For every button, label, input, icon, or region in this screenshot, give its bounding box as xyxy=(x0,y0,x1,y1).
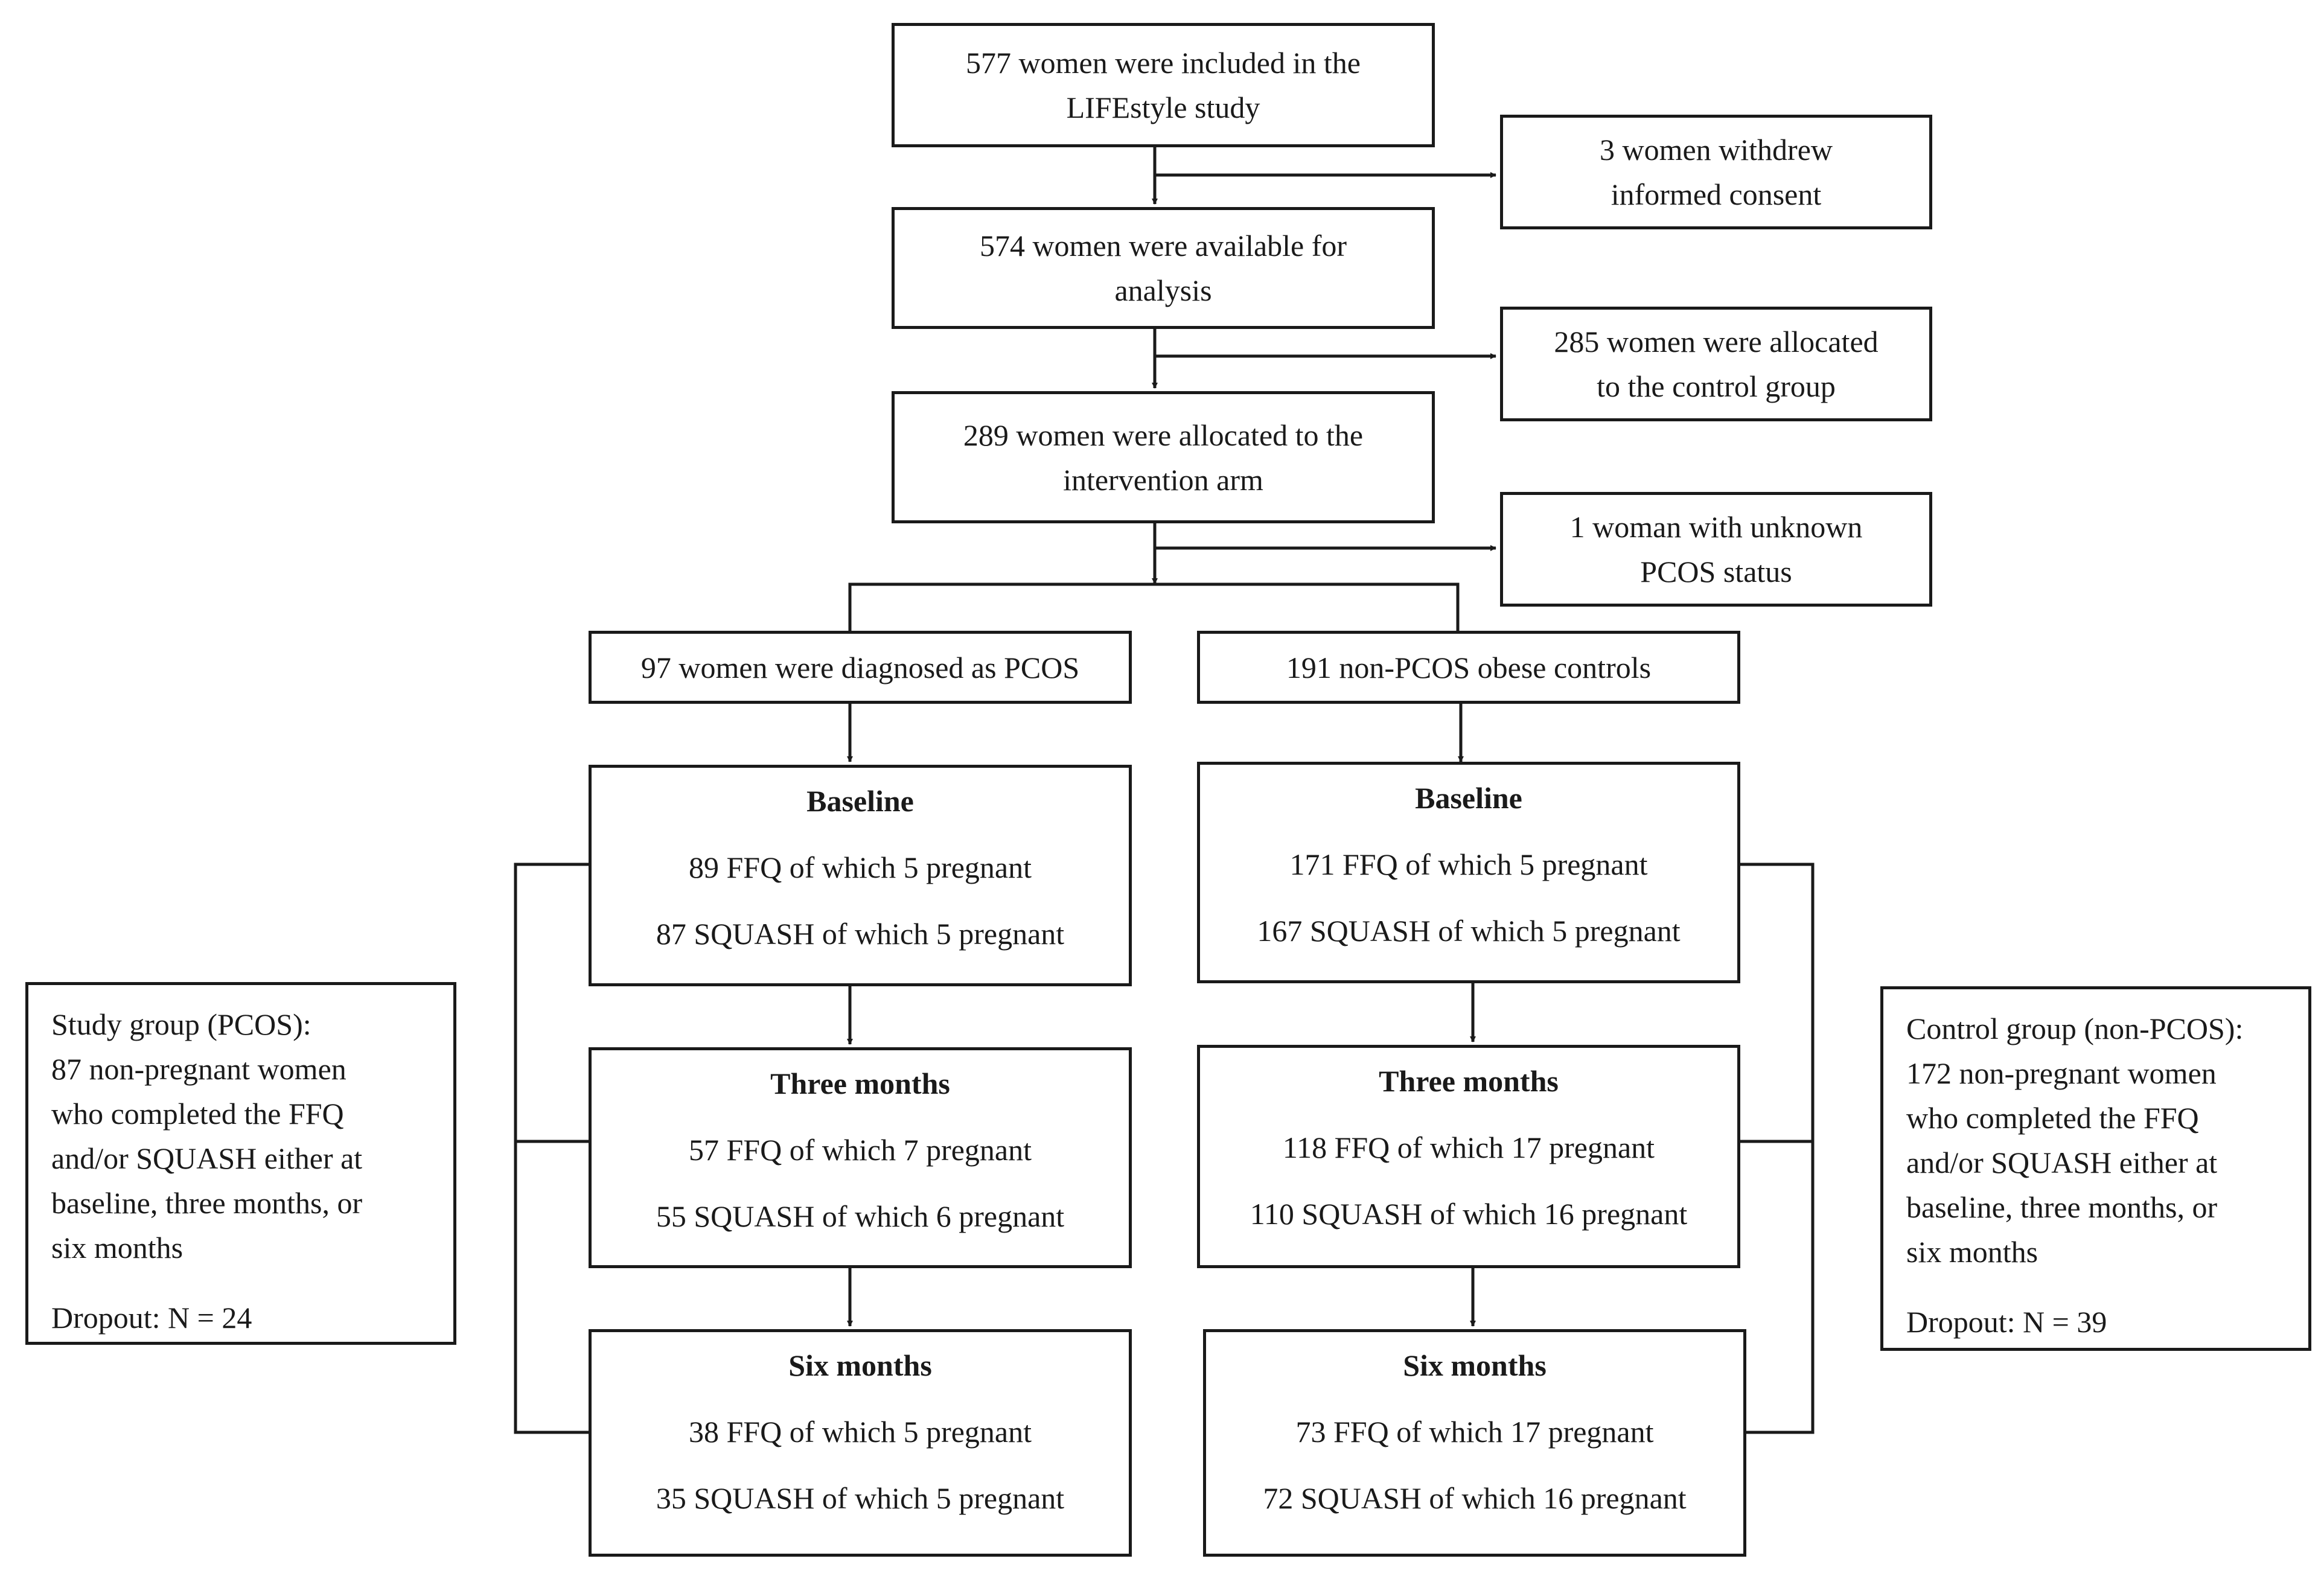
study-group-dropout: Dropout: N = 24 xyxy=(51,1301,252,1335)
split-bracket xyxy=(848,582,1460,631)
box-non-pcos-controls: 191 non-PCOS obese controls xyxy=(1197,631,1740,704)
box-pcos-baseline: Baseline 89 FFQ of which 5 pregnant 87 S… xyxy=(589,765,1132,986)
box-pcos-diagnosed: 97 women were diagnosed as PCOS xyxy=(589,631,1132,704)
control-group-dropout: Dropout: N = 39 xyxy=(1906,1305,2107,1339)
box-withdrew: 3 women withdrew informed consent xyxy=(1500,115,1932,229)
box-control-baseline: Baseline 171 FFQ of which 5 pregnant 167… xyxy=(1197,762,1740,983)
box-control-six-months: Six months 73 FFQ of which 17 pregnant 7… xyxy=(1203,1329,1746,1557)
box-control-three-months: Three months 118 FFQ of which 17 pregnan… xyxy=(1197,1045,1740,1268)
right-bracket xyxy=(1740,863,1815,1434)
left-bracket xyxy=(514,863,589,1434)
control-group-summary: Control group (non-PCOS): 172 non-pregna… xyxy=(1880,986,2311,1351)
box-included: 577 women were included in the LIFEstyle… xyxy=(892,23,1435,147)
box-pcos-six-months: Six months 38 FFQ of which 5 pregnant 35… xyxy=(589,1329,1132,1557)
box-available: 574 women were available for analysis xyxy=(892,207,1435,329)
box-control-allocated: 285 women were allocated to the control … xyxy=(1500,307,1932,421)
study-group-summary: Study group (PCOS): 87 non-pregnant wome… xyxy=(25,982,456,1345)
box-unknown-status: 1 woman with unknown PCOS status xyxy=(1500,492,1932,607)
box-pcos-three-months: Three months 57 FFQ of which 7 pregnant … xyxy=(589,1047,1132,1268)
box-intervention: 289 women were allocated to the interven… xyxy=(892,391,1435,523)
